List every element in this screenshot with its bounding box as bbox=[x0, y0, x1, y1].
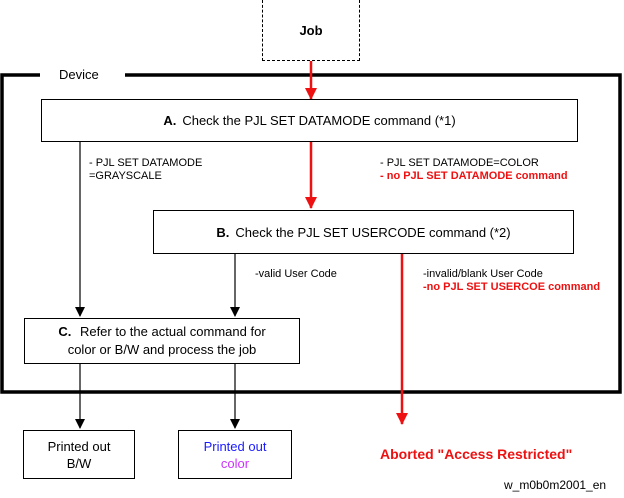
output-bw-box: Printed out B/W bbox=[23, 430, 135, 479]
step-b-text: Check the PJL SET USERCODE command (*2) bbox=[235, 224, 511, 240]
step-a-letter: A. bbox=[163, 113, 177, 128]
label-invalid-line2: -no PJL SET USERCOE command bbox=[423, 281, 601, 293]
label-grayscale-line2: =GRAYSCALE bbox=[89, 170, 162, 182]
step-c-line1: Refer to the actual command for bbox=[79, 324, 266, 339]
label-invalid-line1: -invalid/blank User Code bbox=[423, 268, 543, 280]
step-c-line2: color or B/W and process the job bbox=[67, 342, 257, 357]
label-grayscale-line1: - PJL SET DATAMODE bbox=[89, 157, 203, 169]
label-invalid-user-code: -invalid/blank User Code -no PJL SET USE… bbox=[423, 268, 600, 294]
aborted-label: Aborted "Access Restricted" bbox=[380, 446, 573, 462]
step-c-line1-row: C. Refer to the actual command for bbox=[58, 323, 265, 341]
output-color-line2: color bbox=[220, 455, 250, 471]
label-grayscale: - PJL SET DATAMODE =GRAYSCALE bbox=[89, 157, 202, 183]
step-c-box: C. Refer to the actual command for color… bbox=[24, 318, 300, 364]
job-label: Job bbox=[299, 22, 323, 38]
output-bw-line2: B/W bbox=[66, 455, 92, 471]
job-box: Job bbox=[262, 0, 360, 61]
output-bw-line1: Printed out bbox=[47, 438, 111, 454]
step-b-box: B. Check the PJL SET USERCODE command (*… bbox=[153, 210, 574, 254]
output-color-line1: Printed out bbox=[203, 438, 267, 454]
step-a-box: A. Check the PJL SET DATAMODE command (*… bbox=[41, 99, 578, 142]
output-color-box: Printed out color bbox=[178, 430, 292, 479]
device-label: Device bbox=[59, 67, 99, 82]
device-frame bbox=[0, 73, 622, 394]
label-valid-user-code: -valid User Code bbox=[255, 268, 337, 280]
label-color-line1: - PJL SET DATAMODE=COLOR bbox=[380, 157, 539, 169]
figure-id: w_m0b0m2001_en bbox=[504, 478, 607, 492]
step-b-letter: B. bbox=[216, 224, 230, 240]
step-c-letter: C. bbox=[58, 324, 72, 339]
label-color-line2: - no PJL SET DATAMODE command bbox=[380, 170, 568, 182]
step-a-text: Check the PJL SET DATAMODE command (*1) bbox=[182, 113, 456, 128]
label-color: - PJL SET DATAMODE=COLOR - no PJL SET DA… bbox=[380, 157, 568, 183]
